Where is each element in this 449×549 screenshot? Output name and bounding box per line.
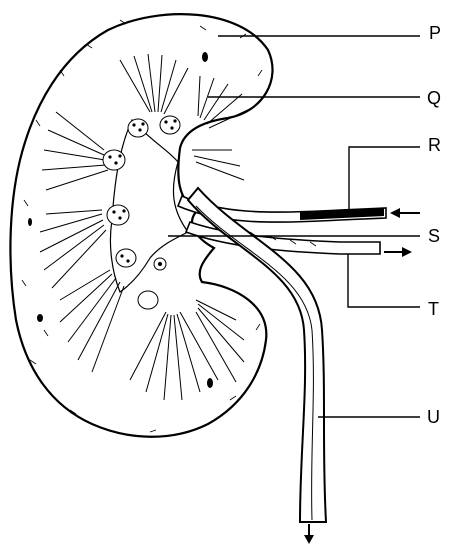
label-s: S <box>428 226 440 246</box>
leader-r <box>349 147 420 212</box>
label-q: Q <box>427 88 441 108</box>
label-p: P <box>429 23 441 43</box>
arrow-out-vein <box>384 247 412 257</box>
label-t: T <box>428 299 439 319</box>
label-u: U <box>427 407 440 427</box>
leader-t <box>348 254 420 307</box>
arrow-down-ureter <box>304 524 314 544</box>
arrow-in-artery <box>390 208 420 218</box>
label-r: R <box>428 135 441 155</box>
pyramid-right-mid <box>192 150 244 180</box>
